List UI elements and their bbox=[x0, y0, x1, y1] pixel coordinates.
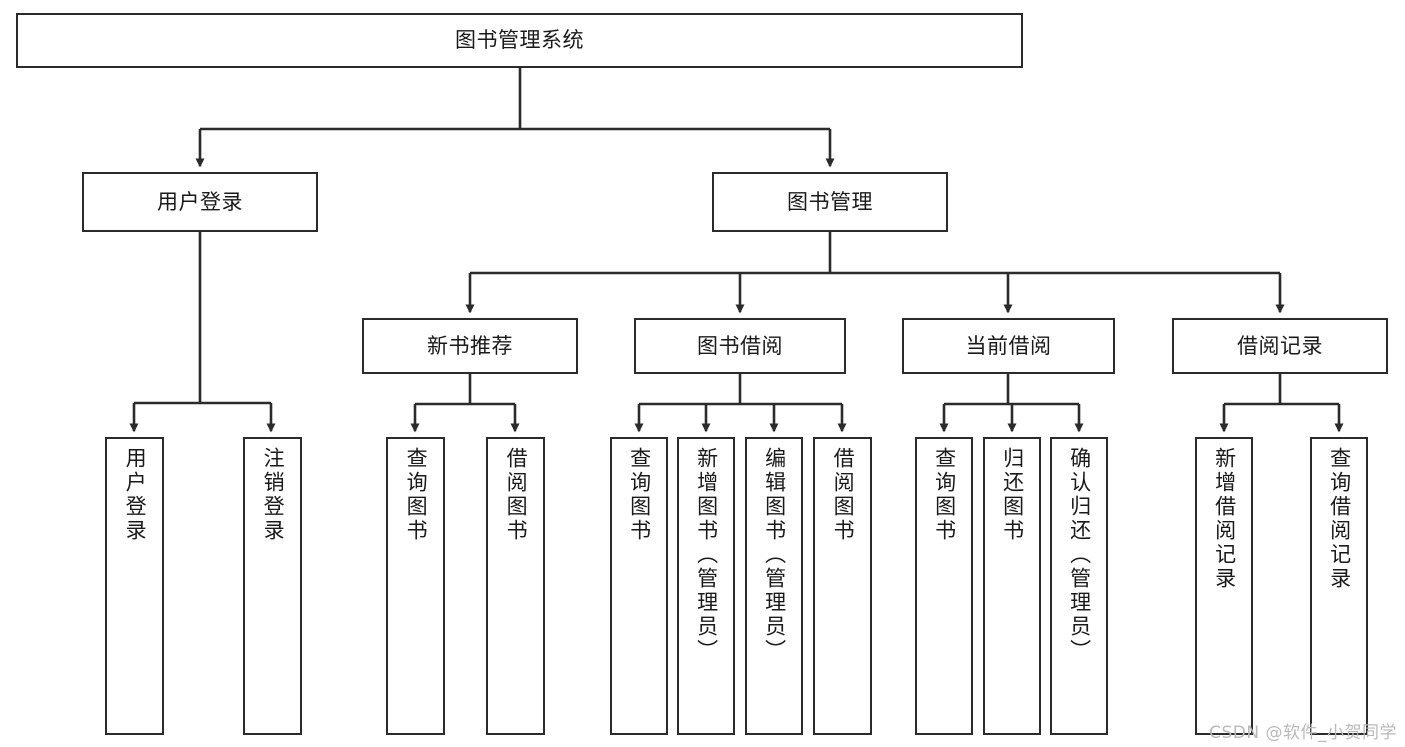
watermark: CSDN @软件_小贺同学 bbox=[1209, 723, 1397, 743]
node-borrow-records[interactable]: 借阅记录 bbox=[1172, 318, 1388, 374]
node-leaf-query-book-borrow-label: 查询图书 bbox=[627, 447, 652, 543]
node-leaf-confirm-return-label: 确认归还（管理员） bbox=[1067, 447, 1092, 663]
node-user-login[interactable]: 用户登录 bbox=[82, 172, 318, 232]
node-new-book-recommend-label: 新书推荐 bbox=[427, 333, 513, 358]
node-borrow-records-label: 借阅记录 bbox=[1237, 333, 1323, 358]
node-leaf-borrow-book-label: 借阅图书 bbox=[831, 447, 856, 543]
node-leaf-query-borrow-record[interactable]: 查询借阅记录 bbox=[1310, 437, 1368, 735]
node-leaf-user-login[interactable]: 用户登录 bbox=[105, 437, 164, 735]
node-leaf-add-borrow-record[interactable]: 新增借阅记录 bbox=[1195, 437, 1253, 735]
node-root-label: 图书管理系统 bbox=[455, 28, 584, 53]
node-leaf-query-book-borrow[interactable]: 查询图书 bbox=[610, 437, 668, 735]
node-current-borrow[interactable]: 当前借阅 bbox=[902, 318, 1115, 374]
node-new-book-recommend[interactable]: 新书推荐 bbox=[362, 318, 578, 374]
node-leaf-edit-book[interactable]: 编辑图书（管理员） bbox=[745, 437, 803, 735]
node-leaf-query-borrow-record-label: 查询借阅记录 bbox=[1327, 447, 1352, 591]
node-leaf-confirm-return[interactable]: 确认归还（管理员） bbox=[1050, 437, 1108, 735]
node-leaf-query-book-recommend-label: 查询图书 bbox=[404, 447, 429, 543]
node-leaf-borrow-book[interactable]: 借阅图书 bbox=[813, 437, 872, 735]
node-book-management[interactable]: 图书管理 bbox=[712, 172, 948, 232]
node-leaf-add-book-label: 新增图书（管理员） bbox=[694, 447, 719, 663]
node-leaf-query-book-current-label: 查询图书 bbox=[932, 447, 957, 543]
node-leaf-user-login-label: 用户登录 bbox=[123, 447, 148, 543]
node-current-borrow-label: 当前借阅 bbox=[965, 333, 1052, 358]
node-leaf-add-borrow-record-label: 新增借阅记录 bbox=[1212, 447, 1237, 591]
node-leaf-return-book-label: 归还图书 bbox=[1000, 447, 1025, 543]
node-leaf-borrow-book-recommend-label: 借阅图书 bbox=[504, 447, 529, 543]
node-book-borrow[interactable]: 图书借阅 bbox=[634, 318, 846, 374]
node-leaf-logout-label: 注销登录 bbox=[261, 447, 286, 543]
node-user-login-label: 用户登录 bbox=[157, 189, 243, 214]
node-leaf-query-book-current[interactable]: 查询图书 bbox=[915, 437, 973, 735]
node-book-borrow-label: 图书借阅 bbox=[697, 333, 783, 358]
node-leaf-add-book[interactable]: 新增图书（管理员） bbox=[677, 437, 735, 735]
node-leaf-query-book-recommend[interactable]: 查询图书 bbox=[386, 437, 445, 735]
node-leaf-edit-book-label: 编辑图书（管理员） bbox=[762, 447, 787, 663]
node-leaf-return-book[interactable]: 归还图书 bbox=[983, 437, 1041, 735]
node-leaf-logout[interactable]: 注销登录 bbox=[243, 437, 302, 735]
node-leaf-borrow-book-recommend[interactable]: 借阅图书 bbox=[486, 437, 545, 735]
node-root[interactable]: 图书管理系统 bbox=[16, 13, 1023, 68]
node-book-management-label: 图书管理 bbox=[787, 189, 873, 214]
